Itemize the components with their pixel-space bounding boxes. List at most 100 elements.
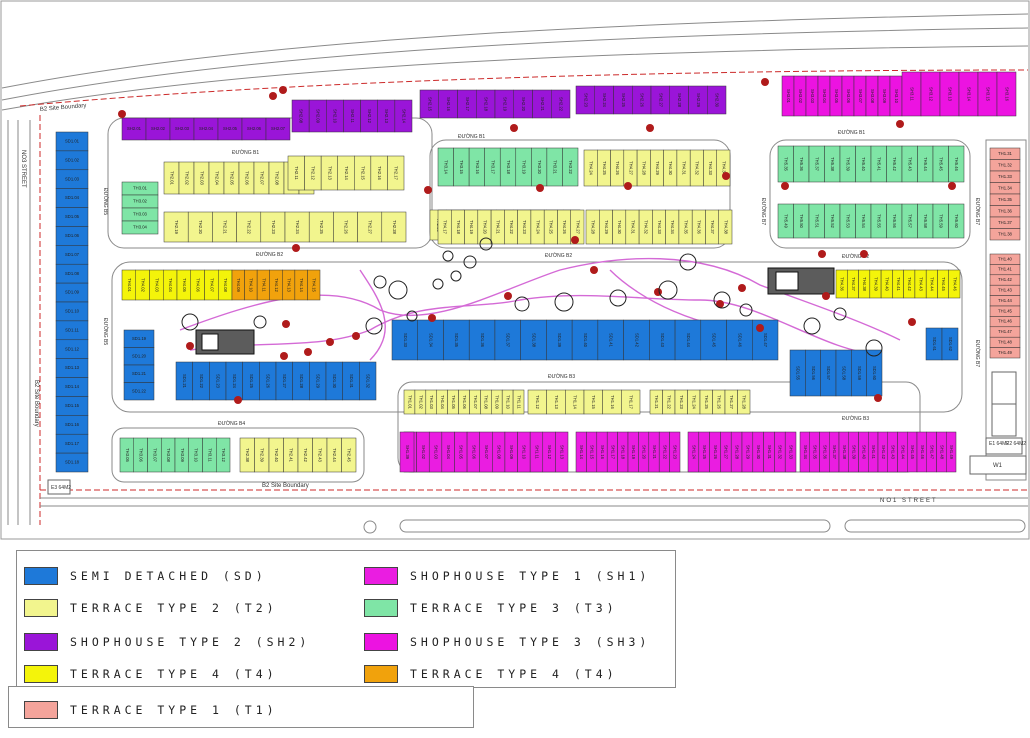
label-road-b4: ĐƯỜNG B4 xyxy=(218,420,245,427)
top-road-edge-1 xyxy=(1,13,1029,89)
lot-label: SH3.09 xyxy=(882,89,887,104)
lot-label: SD1.12 xyxy=(65,346,80,351)
lot-label: SD1.33 xyxy=(403,333,408,348)
lot-label: TH1.45 xyxy=(998,308,1012,313)
lot-label: TH4.11 xyxy=(261,278,266,292)
lot-label: TH4.29 xyxy=(604,220,609,234)
lot-label: TH5.59 xyxy=(939,214,944,228)
lot-label: TH1.02 xyxy=(418,395,423,409)
tree-dot xyxy=(874,394,882,402)
lot-label: TH1.23 xyxy=(679,395,684,409)
tree-dot xyxy=(304,348,312,356)
lot-label: SH1.41 xyxy=(871,445,876,460)
tree-dot xyxy=(624,182,632,190)
lot-label: TH2.23 xyxy=(271,220,276,234)
lot-label: TH4.01 xyxy=(127,278,132,292)
lot xyxy=(512,389,525,415)
tree-dot xyxy=(756,324,764,332)
tree-dot xyxy=(504,292,512,300)
lot-label: TH3.12 xyxy=(221,448,226,462)
lot-label: TH4.03 xyxy=(154,278,159,292)
lot-label: SH2.07 xyxy=(271,126,286,131)
lot-label: SD1.27 xyxy=(282,374,287,389)
lot-label: TH4.33 xyxy=(657,220,662,234)
lot-label: SD1.62 xyxy=(948,337,953,352)
lot-label: TH3.17 xyxy=(490,160,495,174)
lot-label: TH2.13 xyxy=(327,166,332,180)
lot-label: SH2.05 xyxy=(223,126,238,131)
lot-label: SH1.06 xyxy=(471,445,476,460)
lot xyxy=(649,319,676,361)
lot-label: SH3.05 xyxy=(834,89,839,104)
lot-label: SD1.18 xyxy=(65,460,80,465)
lot-label: SH2.25 xyxy=(621,93,626,108)
tree-dot xyxy=(761,78,769,86)
legend-swatch xyxy=(24,665,58,683)
lot xyxy=(555,431,569,473)
legend-item-sd: SEMI DETACHED (SD) xyxy=(24,566,267,586)
lot-label: TH1.03 xyxy=(429,395,434,409)
lot-label: SH1.43 xyxy=(891,445,896,460)
lot-label: TH3.19 xyxy=(521,160,526,174)
lot-label: TH2.22 xyxy=(247,220,252,234)
tree-dot xyxy=(896,120,904,128)
tree-dot xyxy=(186,342,194,350)
label-road-b7-a: ĐƯỜNG B7 xyxy=(760,198,767,225)
lot-label: TH2.27 xyxy=(368,220,373,234)
lot-label: TH5.45 xyxy=(939,157,944,171)
lot xyxy=(341,437,357,473)
lot xyxy=(387,155,405,191)
tree-canopy xyxy=(803,317,821,335)
lot-label: TH5.36 xyxy=(799,157,804,171)
lot-label: TH1.32 xyxy=(998,162,1012,167)
lot-label: TH5.57 xyxy=(908,214,913,228)
lot-label: SH2.30 xyxy=(715,93,720,108)
legend-swatch xyxy=(24,567,58,585)
lot-label: SH1.16 xyxy=(600,445,605,460)
lot xyxy=(597,319,624,361)
lot-label: TH3.18 xyxy=(506,160,511,174)
lot-label: TH1.31 xyxy=(998,151,1012,156)
lot-label: TH4.44 xyxy=(930,277,935,291)
lot xyxy=(707,85,727,115)
lot-label: TH2.24 xyxy=(295,220,300,234)
lot-label: SH2.23 xyxy=(583,93,588,108)
lot-label: TH2.08 xyxy=(274,171,279,185)
tree-dot xyxy=(738,284,746,292)
lot-label: TH4.31 xyxy=(630,220,635,234)
lot-label: TH1.38 xyxy=(998,231,1012,236)
tree-dot xyxy=(571,236,579,244)
lot xyxy=(236,211,262,243)
lot xyxy=(520,319,547,361)
lot-label: SH1.48 xyxy=(939,445,944,460)
lot-label: SH3.08 xyxy=(870,89,875,104)
lot xyxy=(551,89,571,119)
lot-label: SH2.15 xyxy=(427,97,432,112)
label-road-b2-b: ĐƯỜNG B2 xyxy=(545,252,572,259)
lot-label: SH2.26 xyxy=(640,93,645,108)
lot-label: SH1.22 xyxy=(662,445,667,460)
lot xyxy=(996,71,1017,117)
lot-label: TH2.21 xyxy=(222,220,227,234)
lot-label: TH1.37 xyxy=(998,220,1012,225)
lot xyxy=(571,319,599,361)
median-strip-2 xyxy=(844,519,1026,533)
lot-label: TH4.07 xyxy=(209,278,214,292)
tree-canopy xyxy=(442,250,454,262)
lot xyxy=(948,269,961,299)
lot-label: TH4.13 xyxy=(286,278,291,292)
lot-label: TH1.40 xyxy=(998,256,1012,261)
lot-label: TH4.28 xyxy=(642,161,647,175)
lot-label: SD1.22 xyxy=(132,388,147,393)
lot-label: SH1.21 xyxy=(652,445,657,460)
lot-label: SH1.27 xyxy=(724,445,729,460)
lot xyxy=(333,211,358,243)
lot-label: SD1.13 xyxy=(65,365,80,370)
lot-label: SD1.47 xyxy=(763,333,768,348)
lot-label: TH3.05 xyxy=(125,448,130,462)
